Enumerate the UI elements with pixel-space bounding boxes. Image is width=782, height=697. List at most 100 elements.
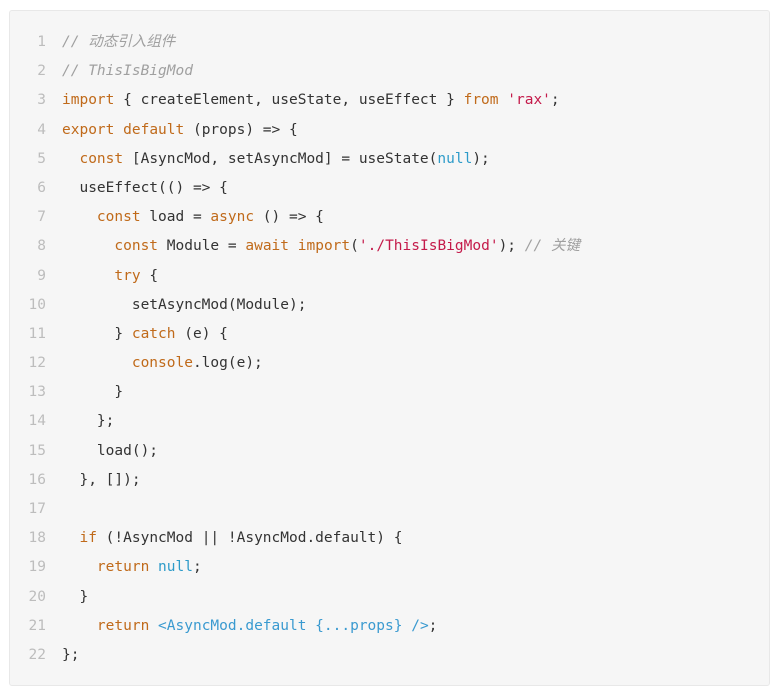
code-token: };	[62, 413, 115, 430]
code-token: ;	[550, 92, 560, 109]
line-number: 3	[37, 92, 46, 109]
line-number: 22	[28, 646, 46, 663]
line-number: 21	[28, 617, 46, 634]
line-number: 8	[37, 238, 46, 255]
code-token: async	[210, 209, 255, 226]
code-token: null	[158, 559, 193, 576]
code-text: const load = async () => {	[46, 203, 324, 232]
line-number: 14	[28, 413, 46, 430]
code-text: } catch (e) {	[46, 320, 228, 349]
code-token	[62, 209, 97, 225]
code-token: default	[123, 121, 185, 138]
code-token	[149, 618, 158, 634]
code-token: }	[62, 384, 124, 401]
code-token: );	[498, 238, 525, 255]
code-token: load();	[62, 442, 159, 459]
code-text: import { createElement, useState, useEff…	[46, 86, 560, 115]
code-line: 5 const [AsyncMod, setAsyncMod] = useSta…	[10, 145, 769, 174]
code-token	[62, 618, 97, 634]
code-line: 15 load();	[10, 437, 769, 466]
code-text: export default (props) => {	[46, 116, 298, 145]
code-token: }	[62, 588, 89, 605]
line-number: 9	[37, 267, 46, 284]
code-token: 'rax'	[507, 92, 551, 109]
code-token: [AsyncMod, setAsyncMod] = useState(	[123, 150, 438, 167]
code-text: };	[46, 641, 79, 670]
code-token: ;	[192, 559, 202, 576]
line-number: 16	[28, 471, 46, 488]
code-token: load =	[140, 209, 211, 226]
code-line: 20 }	[10, 583, 769, 612]
code-text: useEffect(() => {	[46, 174, 228, 203]
code-text: if (!AsyncMod || !AsyncMod.default) {	[46, 524, 402, 553]
code-text: // 动态引入组件	[46, 28, 175, 57]
code-line: 2// ThisIsBigMod	[10, 57, 769, 86]
code-line: 18 if (!AsyncMod || !AsyncMod.default) {	[10, 524, 769, 553]
code-token	[149, 559, 158, 575]
code-line: 16 }, []);	[10, 466, 769, 495]
code-line: 19 return null;	[10, 553, 769, 582]
code-token: ;	[428, 617, 438, 634]
code-token: await	[245, 238, 290, 255]
code-token	[499, 92, 508, 108]
code-text: // ThisIsBigMod	[46, 57, 193, 86]
code-token: <AsyncMod.default {...props} />	[158, 617, 429, 634]
code-line: 11 } catch (e) {	[10, 320, 769, 349]
code-token: }, []);	[62, 471, 141, 488]
code-token: .log(e);	[192, 355, 263, 372]
code-token: from	[463, 92, 499, 109]
code-token: (	[350, 238, 359, 255]
code-token: import	[62, 92, 115, 109]
code-line: 17	[10, 495, 769, 524]
code-line: 14 };	[10, 407, 769, 436]
code-text: };	[46, 407, 114, 436]
code-text: return null;	[46, 553, 202, 582]
code-token	[62, 530, 79, 546]
code-line: 22};	[10, 641, 769, 670]
code-token	[62, 559, 97, 575]
line-number: 6	[37, 179, 46, 196]
code-token	[62, 151, 79, 167]
code-token: Module =	[158, 238, 246, 255]
code-line: 12 console.log(e);	[10, 349, 769, 378]
line-number: 2	[37, 63, 46, 80]
code-line: 13 }	[10, 378, 769, 407]
code-token: null	[437, 150, 473, 167]
line-number: 4	[37, 121, 46, 138]
line-number: 19	[28, 559, 46, 576]
code-token: const	[96, 209, 141, 226]
code-token: export	[62, 121, 115, 138]
code-text: const Module = await import('./ThisIsBig…	[46, 232, 580, 261]
line-number: 20	[28, 588, 46, 605]
code-token: // 动态引入组件	[62, 34, 176, 50]
code-token: return	[96, 559, 150, 576]
code-token: {	[140, 267, 159, 284]
code-token: (e) {	[175, 325, 228, 342]
line-number: 12	[28, 355, 46, 372]
code-token: (props) => {	[184, 121, 298, 138]
line-number: 10	[28, 296, 46, 313]
code-token: }	[62, 325, 132, 342]
code-line: 7 const load = async () => {	[10, 203, 769, 232]
code-token: console	[131, 355, 193, 372]
code-token	[114, 122, 123, 138]
code-text: }	[46, 583, 88, 612]
code-token: if	[79, 530, 97, 547]
code-token: return	[96, 617, 150, 634]
code-token: );	[472, 150, 490, 167]
code-token: (!AsyncMod || !AsyncMod.default) {	[96, 530, 403, 547]
code-token: // 关键	[524, 238, 580, 255]
code-text: const [AsyncMod, setAsyncMod] = useState…	[46, 145, 490, 174]
line-number: 15	[28, 442, 46, 459]
code-text	[46, 495, 62, 524]
line-number: 18	[28, 530, 46, 547]
line-number: 11	[28, 325, 46, 342]
code-token	[62, 238, 114, 254]
code-token: useEffect(() => {	[62, 179, 228, 196]
code-token: catch	[131, 325, 176, 342]
code-line: 10 setAsyncMod(Module);	[10, 291, 769, 320]
code-text: }, []);	[46, 466, 141, 495]
line-number: 7	[37, 209, 46, 226]
